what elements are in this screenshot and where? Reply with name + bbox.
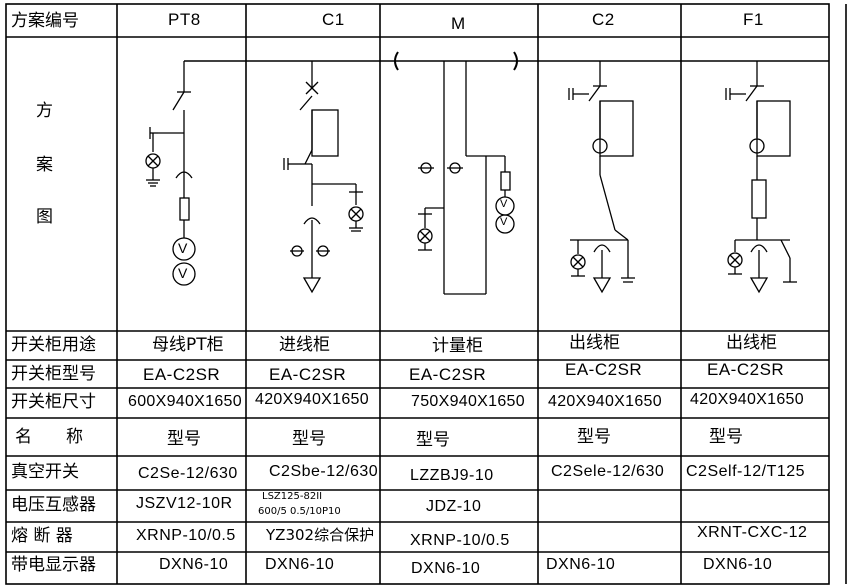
- live-indicator-cell: DXN6-10: [411, 560, 481, 577]
- scheme-c2: C2: [592, 10, 615, 29]
- type-label: 型号: [416, 430, 450, 450]
- fuse-cell: XRNT-CXC-12: [697, 524, 808, 541]
- model-cell: EA-C2SR: [269, 365, 347, 384]
- usage-cell: 出线柜: [726, 333, 777, 353]
- live-indicator-row-label: 带电显示器: [11, 555, 96, 575]
- voltmeter-label: V: [500, 198, 508, 210]
- voltmeter-label: V: [178, 265, 188, 281]
- voltmeter-label: V: [500, 216, 508, 228]
- usage-cell: 母线PT柜: [152, 335, 224, 355]
- size-cell: 420X940X1650: [255, 391, 369, 408]
- fuse-cell: YZ302综合保护: [266, 526, 375, 544]
- fuse-cell: XRNP-10/0.5: [410, 532, 510, 549]
- scheme-c1: C1: [322, 10, 345, 29]
- type-label: 型号: [577, 427, 611, 447]
- vacuum-switch-cell: C2Sele-12/630: [551, 463, 665, 480]
- f1-diagram: [725, 61, 797, 294]
- voltage-transformer-cell: LSZ125-82II: [262, 491, 323, 502]
- diagram-label-char: 方: [36, 101, 53, 121]
- model-cell: EA-C2SR: [409, 365, 487, 384]
- scheme-number-label: 方案编号: [11, 11, 79, 31]
- voltmeter-label: V: [178, 240, 188, 256]
- model-row-label: 开关柜型号: [11, 364, 96, 384]
- live-indicator-cell: DXN6-10: [265, 556, 335, 573]
- live-indicator-cell: DXN6-10: [703, 556, 773, 573]
- size-row-label: 开关柜尺寸: [11, 392, 96, 412]
- scheme-m: M: [451, 14, 466, 33]
- vacuum-switch-cell: LZZBJ9-10: [410, 467, 494, 484]
- scheme-pt8: PT8: [168, 10, 201, 29]
- vacuum-switch-row-label: 真空开关: [11, 462, 79, 482]
- voltage-transformer-cell: JSZV12-10R: [136, 495, 233, 512]
- size-cell: 420X940X1650: [548, 393, 662, 410]
- scheme-f1: F1: [743, 10, 764, 29]
- name-row-label: 名 称: [15, 427, 83, 447]
- model-cell: EA-C2SR: [143, 365, 221, 384]
- fuse-row-label: 熔 断 器: [11, 526, 73, 546]
- m-diagram: [394, 51, 518, 295]
- fuse-cell: XRNP-10/0.5: [136, 527, 236, 544]
- usage-cell: 计量柜: [432, 336, 483, 356]
- size-cell: 600X940X1650: [128, 393, 242, 410]
- usage-row-label: 开关柜用途: [11, 335, 96, 355]
- voltage-transformer-cell: JDZ-10: [426, 498, 482, 515]
- diagram-label-char: 图: [36, 207, 53, 227]
- type-label: 型号: [292, 429, 326, 449]
- vacuum-switch-cell: C2Se-12/630: [138, 465, 238, 482]
- vacuum-switch-cell: C2Self-12/T125: [686, 463, 806, 480]
- voltage-transformer-cell: 600/5 0.5/10P10: [258, 506, 341, 517]
- usage-cell: 进线柜: [279, 335, 330, 355]
- pt8-diagram: [145, 61, 196, 286]
- live-indicator-cell: DXN6-10: [546, 556, 616, 573]
- live-indicator-cell: DXN6-10: [159, 556, 229, 573]
- table-grid: [5, 3, 847, 585]
- voltage-transformer-row-label: 电压互感器: [11, 495, 96, 515]
- type-label: 型号: [709, 427, 743, 447]
- usage-cell: 出线柜: [569, 333, 620, 353]
- model-cell: EA-C2SR: [565, 360, 643, 379]
- model-cell: EA-C2SR: [707, 360, 785, 379]
- diagram-label-char: 案: [36, 155, 53, 175]
- vacuum-switch-cell: C2Sbe-12/630: [269, 463, 379, 480]
- size-cell: 750X940X1650: [411, 393, 525, 410]
- type-label: 型号: [167, 429, 201, 449]
- c2-diagram: [568, 61, 635, 294]
- size-cell: 420X940X1650: [690, 391, 804, 408]
- c1-diagram: [283, 61, 364, 294]
